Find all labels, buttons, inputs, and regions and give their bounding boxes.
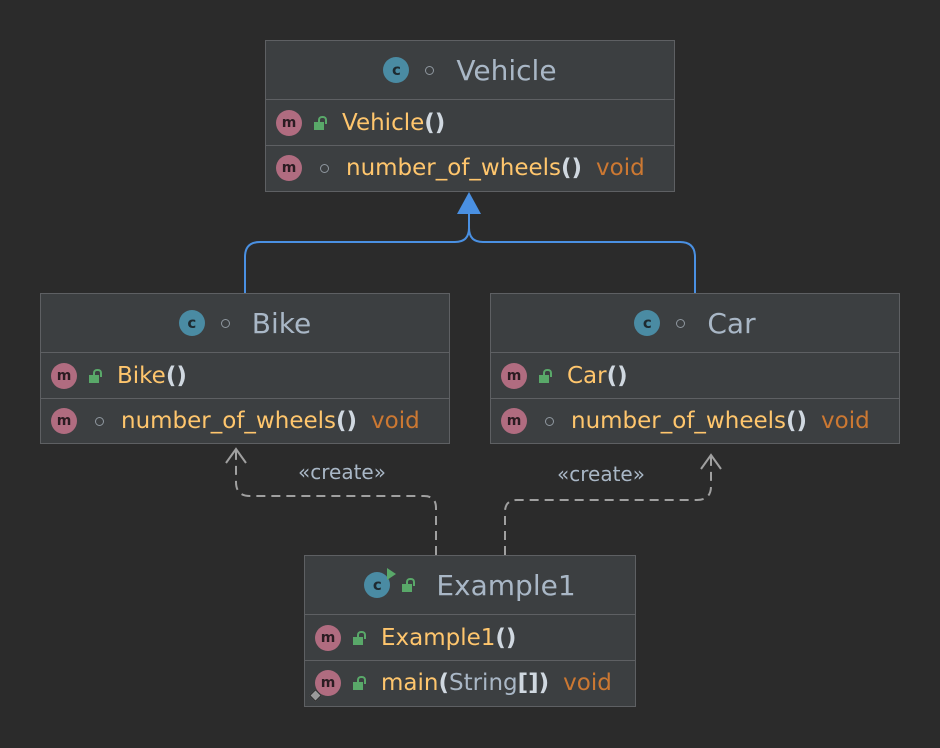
method-paren-open: (	[438, 670, 449, 696]
runnable-class-icon: c	[364, 568, 397, 598]
package-private-icon	[425, 65, 435, 75]
class-example1[interactable]: c Example1 m Example1() m main(String[])…	[304, 555, 636, 707]
class-icon: c	[634, 310, 661, 336]
package-private-icon	[545, 416, 554, 426]
method-icon: m	[501, 362, 527, 389]
method-parens: ()	[495, 624, 517, 651]
public-lock-icon	[89, 368, 102, 383]
package-private-icon	[220, 318, 230, 328]
method-parens: ()	[336, 408, 358, 434]
class-name: Vehicle	[456, 53, 557, 87]
public-lock-icon	[314, 115, 327, 130]
class-header: c Example1	[305, 556, 635, 615]
method-parens: ()	[424, 109, 446, 136]
method-icon: m	[51, 362, 77, 389]
class-icon: c	[178, 310, 205, 336]
class-name: Bike	[251, 306, 312, 340]
public-lock-icon	[353, 676, 366, 690]
method-row[interactable]: m Bike()	[41, 353, 449, 398]
class-header: c Car	[491, 294, 899, 353]
inheritance-arrowhead	[457, 192, 481, 214]
class-vehicle[interactable]: c Vehicle m Vehicle() m number_of_wheels…	[265, 40, 675, 192]
method-icon: m	[51, 408, 77, 434]
public-lock-icon	[353, 630, 366, 645]
class-name: Car	[707, 306, 756, 340]
public-lock-icon	[539, 368, 552, 383]
method-param-suffix: []	[517, 670, 539, 696]
package-private-icon	[95, 416, 104, 426]
method-row[interactable]: m Vehicle()	[266, 100, 674, 145]
method-row[interactable]: m number_of_wheels() void	[266, 145, 674, 190]
method-name: Car	[567, 362, 607, 389]
method-paren-close: )	[538, 670, 550, 696]
method-icon: m	[276, 109, 302, 136]
method-row[interactable]: m number_of_wheels() void	[41, 398, 449, 443]
method-icon: m	[501, 408, 527, 434]
method-name: Bike	[117, 362, 166, 389]
package-private-icon	[676, 318, 686, 328]
method-row[interactable]: m number_of_wheels() void	[491, 398, 899, 443]
class-header: c Vehicle	[266, 41, 674, 100]
dependency-arrowhead-car	[700, 453, 722, 470]
return-type: void	[371, 408, 420, 434]
package-private-icon	[320, 163, 329, 173]
method-name: main	[381, 670, 439, 696]
method-row[interactable]: m main(String[]) void	[305, 660, 635, 705]
class-header: c Bike	[41, 294, 449, 353]
return-type: void	[821, 408, 870, 434]
class-icon: c	[383, 57, 410, 83]
dependency-arrowhead-bike	[225, 447, 247, 464]
method-row[interactable]: m Example1()	[305, 615, 635, 660]
dependency-edge-example1-car	[504, 456, 712, 555]
method-name: Example1	[381, 624, 496, 651]
stereotype-label-bike: «create»	[298, 460, 386, 484]
class-name: Example1	[436, 568, 576, 602]
inheritance-edge-car-vehicle	[468, 212, 696, 293]
method-row[interactable]: m Car()	[491, 353, 899, 398]
method-icon: m	[276, 155, 302, 181]
dependency-edge-example1-bike	[235, 450, 437, 555]
method-name: Vehicle	[342, 109, 425, 136]
method-parens: ()	[165, 362, 187, 389]
class-car[interactable]: c Car m Car() m number_of_wheels() void	[490, 293, 900, 444]
static-method-icon: m	[309, 670, 341, 702]
method-parens: ()	[561, 155, 583, 181]
method-name: number_of_wheels	[571, 408, 786, 434]
public-lock-icon	[402, 578, 416, 592]
class-bike[interactable]: c Bike m Bike() m number_of_wheels() voi…	[40, 293, 450, 444]
method-name: number_of_wheels	[121, 408, 336, 434]
method-name: number_of_wheels	[346, 155, 561, 181]
return-type: void	[596, 155, 645, 181]
method-parens: ()	[606, 362, 628, 389]
return-type: void	[563, 670, 612, 696]
method-icon: m	[315, 624, 341, 651]
inheritance-edge-bike-vehicle	[244, 212, 470, 293]
method-param: String	[448, 670, 518, 696]
stereotype-label-car: «create»	[557, 462, 645, 486]
method-parens: ()	[786, 408, 808, 434]
